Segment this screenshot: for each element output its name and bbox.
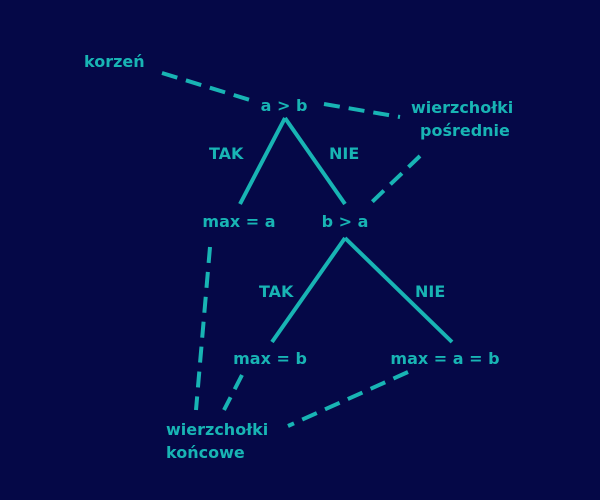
edge-internal-to-lower-right-leaf: [343, 236, 454, 344]
root-annotation-label: korzeń: [84, 52, 145, 71]
dashed-internal-annotation-connector-1: [323, 102, 401, 119]
dashed-root-annotation-connector: [161, 71, 251, 102]
edge-label-root-yes: TAK: [209, 144, 244, 163]
dashed-leaf-annotation-connector-3: [287, 370, 409, 428]
internal-annotation-label-line1: wierzchołki: [411, 98, 514, 117]
node-root: a > b: [260, 96, 308, 115]
node-lower-right-leaf: max = a = b: [390, 349, 500, 368]
internal-annotation-label-line2: pośrednie: [420, 121, 510, 140]
leaf-annotation-label-line2: końcowe: [166, 443, 245, 462]
edge-label-root-no: NIE: [329, 144, 360, 163]
node-right-internal: b > a: [321, 212, 369, 231]
dashed-leaf-annotation-connector-1: [194, 246, 212, 411]
edge-label-inner-no: NIE: [415, 282, 446, 301]
edge-root-to-right-internal: [283, 116, 347, 206]
leaf-annotation-label-line1: wierzchołki: [166, 420, 269, 439]
node-lower-left-leaf: max = b: [233, 349, 307, 368]
dashed-internal-annotation-connector-2: [370, 154, 422, 204]
edge-internal-to-lower-left-leaf: [270, 236, 347, 344]
edge-label-inner-yes: TAK: [259, 282, 294, 301]
edge-root-to-left-leaf: [238, 117, 287, 205]
dashed-leaf-annotation-connector-2: [222, 374, 244, 411]
node-left-leaf: max = a: [202, 212, 276, 231]
